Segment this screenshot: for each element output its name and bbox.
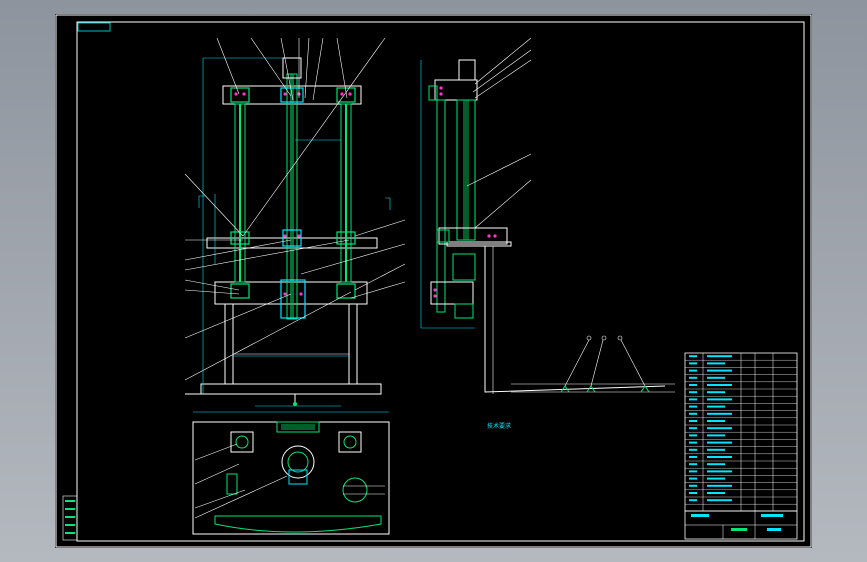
drawing-sheet[interactable]: 技术要求 [55, 14, 812, 548]
left-section-bearing [235, 435, 249, 449]
center-bore [287, 451, 309, 473]
assembly-drawing: 技术要求 [55, 14, 812, 548]
title-tag-box [77, 22, 111, 32]
front-balloon-leaders [184, 37, 406, 381]
side-view [420, 37, 675, 394]
mid-right-bearing [336, 231, 356, 245]
section-view [192, 411, 390, 535]
side-carriage [438, 227, 508, 245]
side-arm [484, 246, 666, 393]
motor [282, 57, 302, 79]
low-right-bearing [336, 283, 356, 299]
revision-block [62, 495, 78, 541]
top-right-bearing [336, 87, 356, 103]
inner-border [76, 21, 805, 542]
section-outline [192, 421, 390, 535]
mid-nut [282, 229, 302, 247]
title-block [684, 510, 798, 540]
bill-of-materials [684, 352, 798, 512]
outer-border [55, 14, 812, 548]
low-screw-housing [280, 279, 306, 319]
low-left-bearing [230, 283, 250, 299]
mid-left-bearing [230, 231, 250, 245]
right-section-bearing [343, 435, 357, 449]
side-balloon-leaders [466, 37, 532, 229]
tech-requirements: 技术要求 [487, 422, 511, 430]
right-leg [348, 303, 358, 385]
tech-req-title: 技术要求 [487, 422, 511, 430]
front-view [184, 37, 406, 407]
side-motor [458, 59, 476, 81]
top-screw-bearing [280, 87, 304, 103]
top-left-bearing [230, 87, 250, 103]
left-leg [224, 303, 234, 385]
base-plate [200, 383, 382, 395]
